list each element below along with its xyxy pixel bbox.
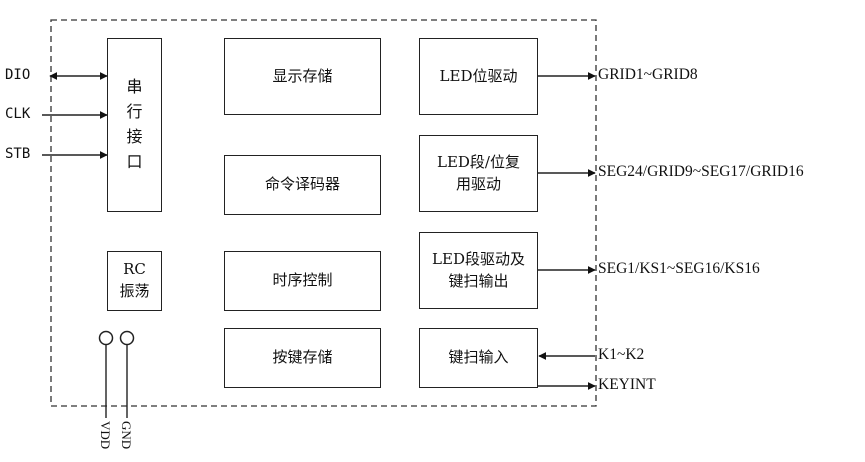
serial-interface-block: 串 行 接 口 bbox=[107, 38, 162, 212]
led-bit-driver-block: LED位驱动 bbox=[419, 38, 538, 115]
key-memory-block: 按键存储 bbox=[224, 328, 381, 388]
led-seg-bit-mux-driver-block: LED段/位复 用驱动 bbox=[419, 135, 538, 212]
dio-label: DIO bbox=[5, 67, 31, 83]
seg-grid-label: SEG24/GRID9~SEG17/GRID16 bbox=[598, 163, 804, 180]
stb-label: STB bbox=[5, 146, 31, 162]
led-seg-driver-keyscan-block: LED段驱动及 键扫输出 bbox=[419, 232, 538, 309]
gnd-label: GND bbox=[119, 421, 134, 450]
command-decoder-block: 命令译码器 bbox=[224, 155, 381, 215]
timing-control-block: 时序控制 bbox=[224, 251, 381, 311]
vdd-label: VDD bbox=[98, 421, 113, 450]
vdd-terminal bbox=[98, 330, 114, 346]
seg-ks-label: SEG1/KS1~SEG16/KS16 bbox=[598, 260, 760, 277]
key-scan-input-block: 键扫输入 bbox=[419, 328, 538, 388]
chip-boundary bbox=[50, 19, 597, 407]
gnd-terminal bbox=[119, 330, 135, 346]
keyint-label: KEYINT bbox=[598, 376, 656, 393]
clk-label: CLK bbox=[5, 106, 31, 122]
k-label: K1~K2 bbox=[598, 346, 645, 363]
grid-label: GRID1~GRID8 bbox=[598, 66, 698, 83]
rc-oscillator-block: RC 振荡 bbox=[107, 251, 162, 311]
display-memory-block: 显示存储 bbox=[224, 38, 381, 115]
